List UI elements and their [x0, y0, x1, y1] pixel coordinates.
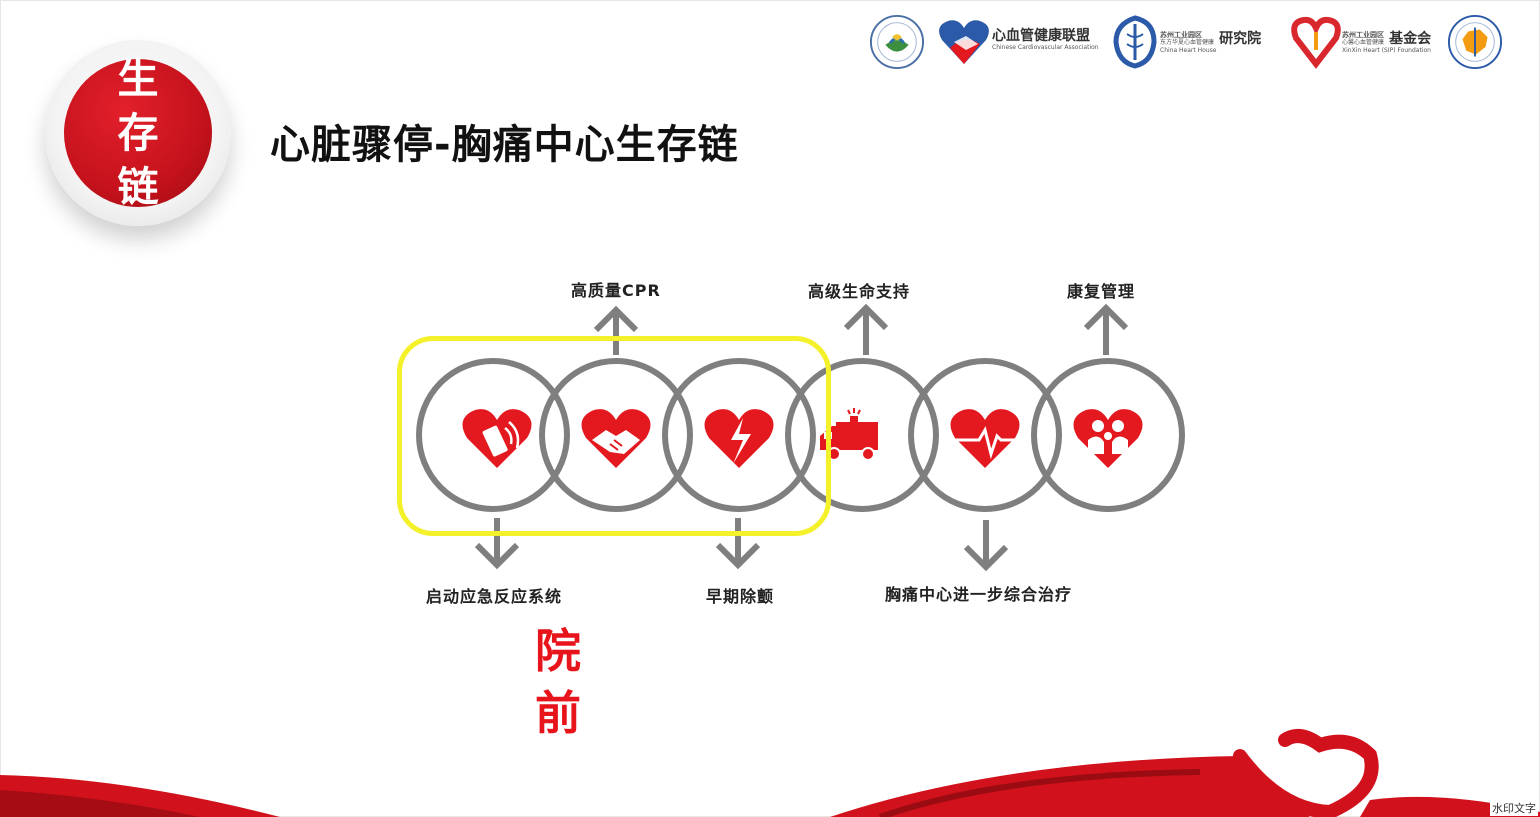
- decorative-ribbon: [0, 729, 1540, 817]
- arrow-down-defib: [715, 518, 761, 570]
- chain-ring-4: [785, 358, 939, 512]
- family-heart-icon: [1073, 409, 1143, 468]
- page-title: 心脏骤停-胸痛中心生存链: [270, 122, 739, 168]
- pre-hospital-label: 院 前: [535, 624, 581, 740]
- phone-heart-icon: [462, 409, 532, 468]
- foundation-logo-mark: [1291, 16, 1341, 69]
- arrow-down-chest-center: [963, 520, 1009, 572]
- handshake-heart-icon: [581, 409, 651, 468]
- arrow-up-advanced-life-support: [843, 303, 889, 355]
- chain-ring-5: [908, 358, 1062, 512]
- arrow-down-ems: [474, 518, 520, 570]
- chest-pain-center-alliance-logo: [1447, 14, 1503, 70]
- label-chest-pain-center-treatment: 胸痛中心进一步综合治疗: [885, 585, 1073, 604]
- cardiovascular-alliance-logo-mark: [939, 20, 989, 64]
- heartbeat-heart-icon: [950, 409, 1020, 468]
- research-institute-logo-mark: [1113, 15, 1157, 69]
- label-high-quality-cpr: 高质量CPR: [571, 281, 661, 300]
- label-early-defibrillation: 早期除颤: [706, 587, 775, 606]
- chain-ring-3: [662, 358, 816, 512]
- pre-hospital-highlight-box: [397, 336, 831, 536]
- label-rehab-management: 康复管理: [1067, 282, 1136, 301]
- arrow-up-cpr: [593, 305, 639, 355]
- arrow-up-rehab: [1083, 303, 1129, 355]
- section-badge-text: 生 存 链: [117, 55, 159, 211]
- section-badge-center: [64, 59, 212, 207]
- foundation-logo: 苏州工业园区 心馨心血管健康 基金会 XinXin Heart (SIP) Fo…: [1342, 30, 1432, 55]
- research-institute-logo: 苏州工业园区 东方华夏心血管健康 研究院 China Heart House: [1160, 30, 1262, 55]
- label-advanced-life-support: 高级生命支持: [808, 282, 911, 301]
- label-activate-ems: 启动应急反应系统: [426, 587, 563, 606]
- watermark-text: 水印文字: [1490, 800, 1538, 816]
- chain-ring-6: [1031, 358, 1185, 512]
- broken-heart-icon: [704, 409, 774, 468]
- chain-ring-1: [416, 358, 570, 512]
- cardiovascular-alliance-logo: 心血管健康联盟 Chinese Cardiovascular Associati…: [992, 28, 1099, 51]
- chain-ring-2: [539, 358, 693, 512]
- china-chest-pain-association-logo: [869, 14, 925, 70]
